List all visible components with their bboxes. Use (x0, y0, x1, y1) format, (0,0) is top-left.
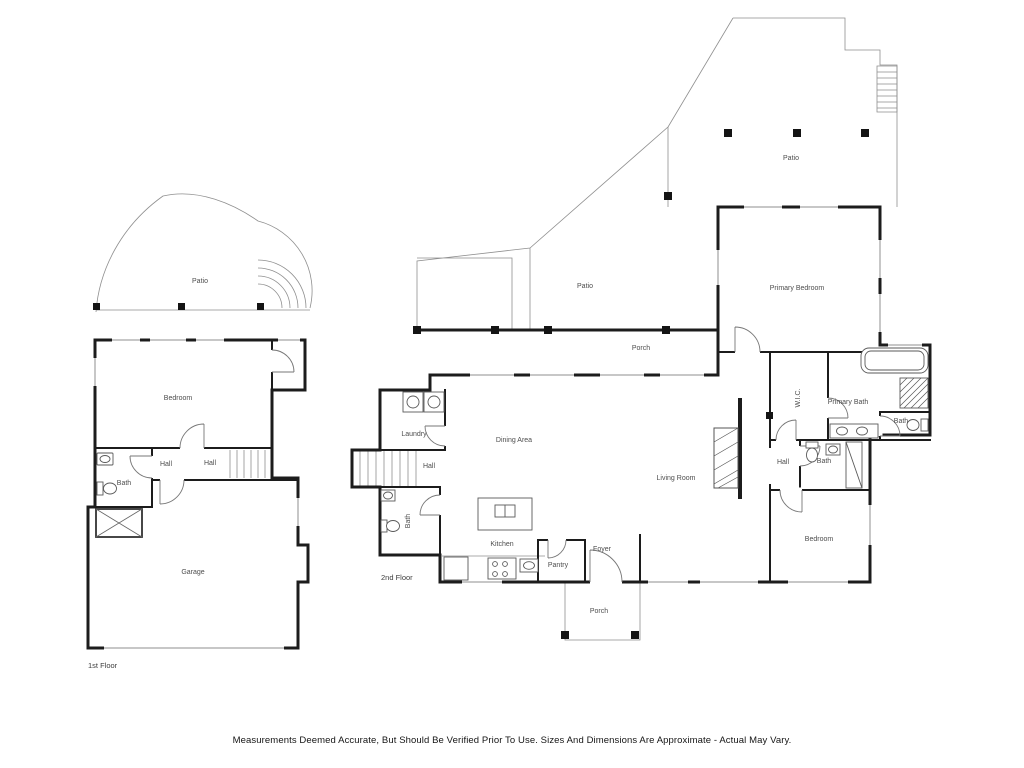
label-2f-pantry: Pantry (548, 562, 569, 569)
stair-treads-2f (359, 450, 417, 487)
label-2f-hall-center: Hall (423, 463, 436, 470)
label-1f-hall-a: Hall (160, 461, 173, 468)
label-1f-bath: Bath (117, 480, 132, 487)
windows (94, 206, 922, 649)
label-2f-foyer: Foyer (593, 546, 612, 553)
label-2f-laundry: Laundry (401, 431, 427, 438)
patio-steps (876, 65, 898, 113)
label-2f-bath-right: Bath (817, 458, 832, 465)
label-2f-hall-right: Hall (777, 459, 790, 466)
label-2f-patio-upper: Patio (783, 155, 799, 162)
upper-patio-outline (667, 17, 898, 207)
label-floor-2: 2nd Floor (381, 573, 413, 582)
label-floor-1: 1st Floor (88, 661, 118, 670)
lower-patio-outline (416, 126, 669, 330)
fixtures (96, 347, 929, 581)
fireplace-hatch (713, 427, 739, 489)
front-porch-outline (564, 582, 641, 641)
label-1f-hall-b: Hall (204, 460, 217, 467)
disclaimer-text: Measurements Deemed Accurate, But Should… (232, 735, 792, 746)
label-2f-primary-bedroom: Primary Bedroom (770, 285, 825, 292)
label-2f-wic: W.I.C. (795, 388, 802, 407)
label-2f-porch-rear: Porch (632, 345, 650, 352)
label-2f-bedroom: Bedroom (805, 536, 834, 543)
curved-steps-lines (257, 259, 307, 309)
stair-treads-1f (229, 450, 266, 478)
label-1f-garage: Garage (181, 569, 204, 576)
label-2f-porch-front: Porch (590, 608, 608, 615)
label-2f-bath-wc: Bath (894, 418, 909, 425)
label-2f-kitchen: Kitchen (490, 541, 513, 548)
label-2f-bath-left: Bath (405, 514, 412, 529)
room-labels: Patio Bedroom Hall Hall Bath Garage 1st … (88, 155, 908, 670)
stair-x-box (95, 508, 143, 538)
label-1f-bedroom: Bedroom (164, 395, 193, 402)
posts (93, 129, 869, 639)
label-2f-living-room: Living Room (657, 475, 696, 482)
label-2f-primary-bath: Primary Bath (828, 399, 869, 406)
shower-hatch (899, 377, 929, 409)
label-1f-patio: Patio (192, 278, 208, 285)
hatched-features (95, 377, 929, 538)
door-swings (129, 326, 901, 583)
label-2f-dining-area: Dining Area (496, 437, 532, 444)
outdoor-thin-lines (95, 17, 898, 641)
label-2f-patio-lower: Patio (577, 283, 593, 290)
